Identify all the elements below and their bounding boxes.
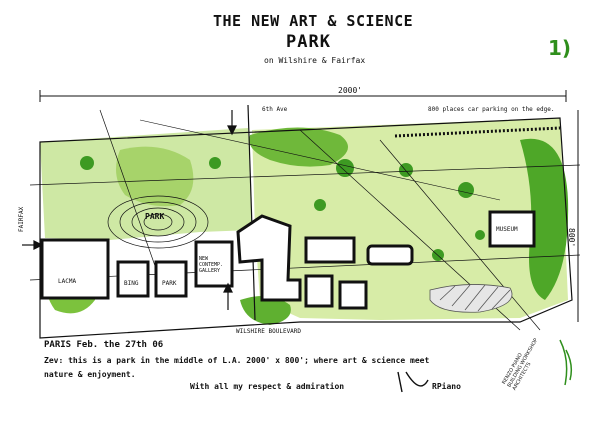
building-lacma bbox=[40, 238, 110, 300]
title-line-3: on Wilshire & Fairfax bbox=[264, 56, 366, 65]
dimension-width-label: 800' bbox=[567, 228, 576, 248]
building-complex bbox=[236, 214, 302, 302]
park-rings bbox=[107, 195, 209, 249]
hall-a-label: BING bbox=[124, 280, 139, 287]
sketch-line-4 bbox=[379, 139, 541, 331]
note-regards: With all my respect & admiration bbox=[190, 382, 345, 391]
new-gallery-label: NEW CONTEMP. GALLERY bbox=[199, 256, 224, 274]
tree-dot-5 bbox=[475, 230, 485, 240]
page-number: 1) bbox=[548, 36, 572, 60]
sketch-line-6 bbox=[139, 119, 501, 201]
title-line-1: THE NEW ART & SCIENCE bbox=[213, 12, 414, 30]
tree-dot-7 bbox=[80, 156, 94, 170]
title-line-2: PARK bbox=[286, 32, 331, 52]
museum-label: MUSEUM bbox=[496, 226, 518, 233]
building-east-b bbox=[304, 274, 334, 308]
note-description-line-2: nature & enjoyment. bbox=[44, 370, 136, 379]
hatched-pond bbox=[429, 284, 513, 313]
site-boundary bbox=[39, 117, 573, 339]
park-center-label: PARK bbox=[145, 212, 165, 221]
street-label-fairfax: FAIRFAX bbox=[18, 206, 25, 232]
sketch-line-3 bbox=[99, 109, 161, 281]
building-new-gallery bbox=[194, 240, 234, 288]
tree-dot-8 bbox=[209, 157, 221, 169]
lacma-label: LACMA bbox=[58, 278, 77, 285]
building-east-c bbox=[338, 280, 368, 310]
building-hall-a bbox=[116, 260, 150, 298]
tree-cluster-north bbox=[249, 127, 348, 167]
signature-green-scribble bbox=[559, 339, 573, 386]
tree-cluster-east bbox=[520, 138, 569, 300]
building-museum bbox=[488, 210, 536, 248]
entrance-arrows bbox=[22, 110, 237, 310]
tree-dot-1 bbox=[336, 159, 354, 177]
tree-dot-6 bbox=[314, 199, 326, 211]
building-east-a bbox=[304, 236, 356, 264]
tree-cluster-south bbox=[240, 296, 291, 325]
car-parking-label: 800 places car parking on the edge. bbox=[428, 106, 555, 113]
note-description-line-1: Zev: this is a park in the middle of L.A… bbox=[44, 356, 430, 365]
building-east-d bbox=[366, 244, 414, 266]
sketch-line-1 bbox=[29, 164, 581, 186]
car-parking-edge bbox=[394, 126, 561, 138]
tree-dot-3 bbox=[458, 182, 474, 198]
street-label-6th: 6th Ave bbox=[262, 106, 288, 113]
dimension-length-label: 2000' bbox=[338, 86, 363, 95]
tree-cluster-center bbox=[116, 146, 194, 207]
street-label-wilshire: WILSHIRE BOULEVARD bbox=[236, 328, 302, 335]
signature-text: RPiano bbox=[432, 382, 461, 391]
note-place-date: PARIS Feb. the 27th 06 bbox=[44, 340, 164, 350]
hall-b-label: PARK bbox=[162, 280, 177, 287]
signature-squiggle bbox=[397, 371, 429, 393]
building-hall-b bbox=[154, 260, 188, 298]
road-6th bbox=[247, 104, 256, 321]
